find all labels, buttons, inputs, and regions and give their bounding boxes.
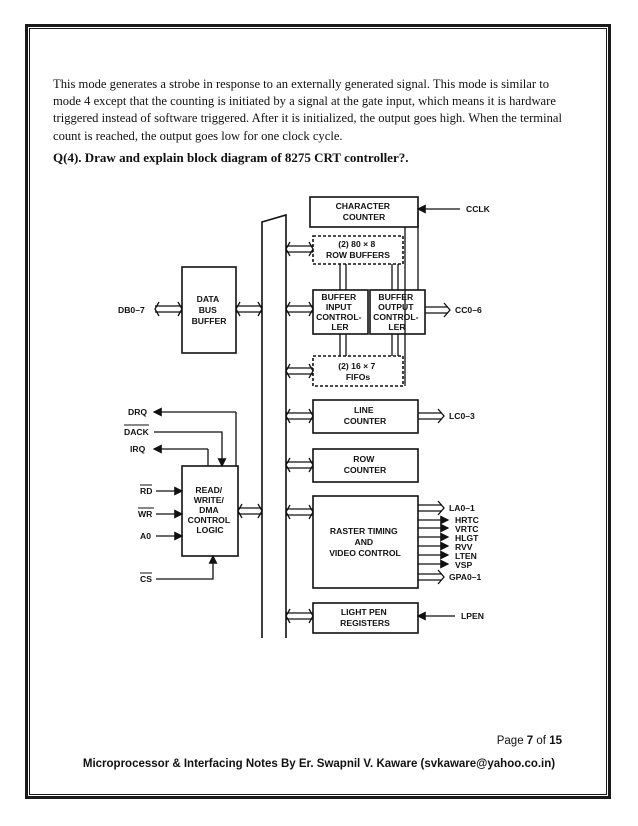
page-footer: Microprocessor & Interfacing Notes By Er… — [82, 758, 556, 770]
crt-controller-block-diagram: CHARACTER COUNTER (2) 80 × 8 ROW BUFFERS… — [118, 196, 491, 638]
svg-text:VRTC: VRTC — [455, 524, 478, 534]
svg-text:BUFFER OUTPUT CONTROL-: BUFFER OUTPUT CONTROL- LER — [373, 292, 421, 332]
signal-cs: CS — [140, 574, 152, 584]
svg-text:HRTC: HRTC — [455, 515, 479, 525]
internal-bus — [261, 213, 287, 638]
signal-rd: RD — [140, 486, 152, 496]
svg-text:HLGT: HLGT — [455, 533, 479, 543]
character-counter-label-1: CHARACTER — [336, 201, 391, 211]
question-heading: Q(4). Draw and explain block diagram of … — [53, 150, 409, 165]
signal-lpen: LPEN — [461, 611, 484, 621]
signal-lc: LC0–3 — [449, 411, 475, 421]
svg-text:LTEN: LTEN — [455, 551, 477, 561]
signal-db: DB0–7 — [118, 305, 145, 315]
page-border-inner — [29, 28, 607, 795]
svg-text:RASTER TIMING AND VIDE: RASTER TIMING AND VIDEO CONTROL — [329, 526, 401, 558]
svg-text:VSP: VSP — [455, 560, 472, 570]
signal-gpa: GPA0–1 — [449, 572, 482, 582]
page-number: Page 7 of 15 — [496, 735, 562, 747]
body-paragraph: This mode generates a strobe in response… — [53, 77, 562, 143]
signal-a0: A0 — [140, 531, 151, 541]
svg-text:BUFFER INPUT CONTROL-: BUFFER INPUT CONTROL- LER — [316, 292, 364, 332]
character-counter-label-2: COUNTER — [343, 212, 386, 222]
svg-text:(2) 16 × 7 FIFOs: (2) 16 × 7 FIFOs — [338, 361, 377, 382]
raster-block — [312, 495, 419, 589]
svg-text:CHARACTER COUNTER: CHARACTER COUNTER — [336, 201, 393, 222]
svg-text:LIGHT PEN REGISTERS: LIGHT PEN REGISTERS — [340, 607, 390, 628]
svg-text:RVV: RVV — [455, 542, 473, 552]
signal-irq: IRQ — [130, 444, 146, 454]
svg-text:READ/ WRITE/ DMA C: READ/ WRITE/ DMA CONTROL LOGIC — [188, 485, 233, 535]
signal-la: LA0–1 — [449, 503, 475, 513]
signal-wr: WR — [138, 509, 153, 519]
svg-text:DATA BUS BUFFER: DATA BUS BUFFER — [192, 294, 228, 326]
svg-text:ROW COUNTER: ROW COUNTER — [344, 454, 387, 475]
signal-cclk: CCLK — [466, 204, 491, 214]
signal-dack: DACK — [124, 427, 150, 437]
svg-text:(2) 80 × 8 ROW BUFFERS: (2) 80 × 8 ROW BUFFERS — [326, 239, 390, 260]
signal-drq: DRQ — [128, 407, 147, 417]
svg-text:LINE COUNTER: LINE COUNTER — [344, 405, 387, 426]
signal-cc: CC0–6 — [455, 305, 482, 315]
page-border-outer — [25, 24, 611, 799]
